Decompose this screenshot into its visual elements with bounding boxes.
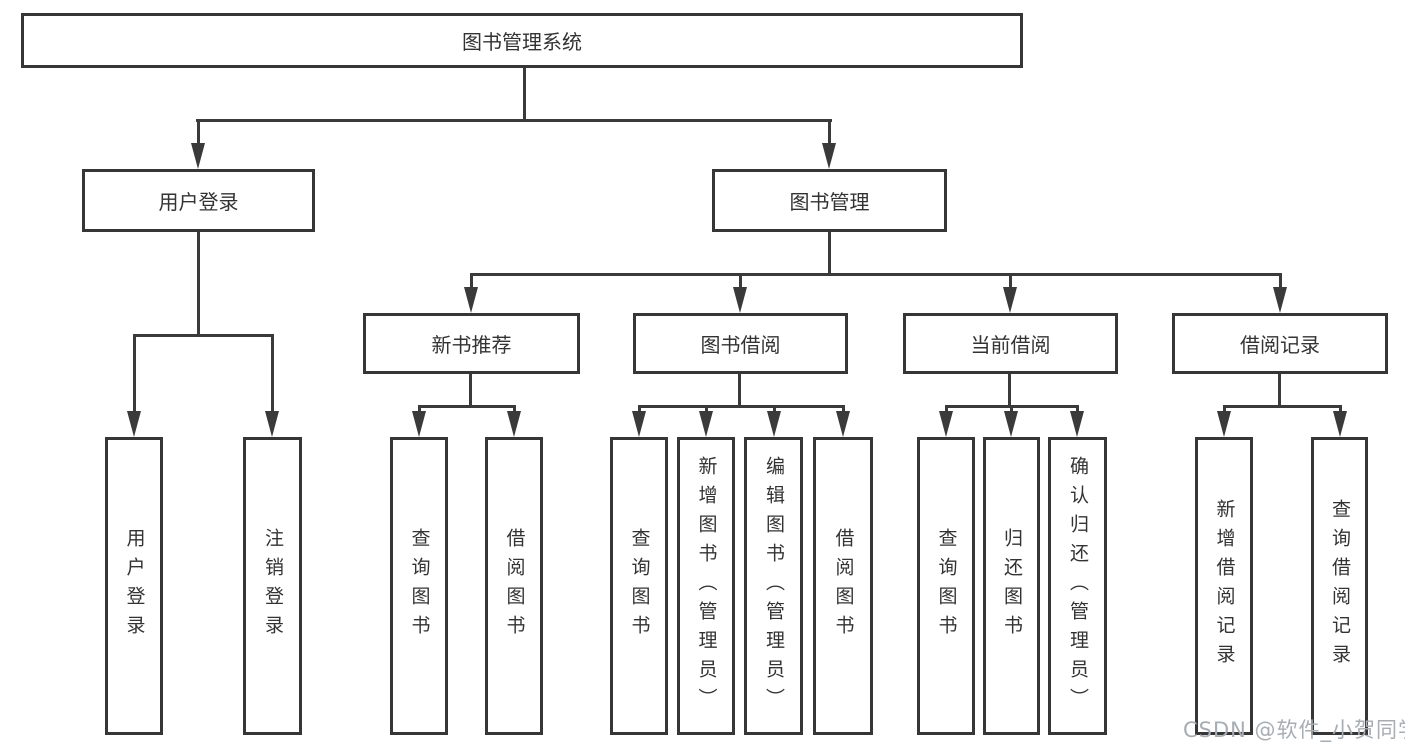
arrowhead-icon (265, 411, 279, 437)
connector-line (842, 405, 845, 415)
connector-line (513, 405, 516, 415)
connector-line (828, 119, 831, 145)
leaf-query-borrow-record: 查询借阅记录 (1311, 437, 1368, 735)
arrowhead-icon (1004, 411, 1018, 437)
arrowhead-icon (733, 287, 747, 313)
leaf-add-borrow-record: 新增借阅记录 (1195, 437, 1253, 735)
connector-line (470, 273, 473, 289)
connector-line (705, 405, 708, 415)
leaf-borrow-books-recommend: 借阅图书 (485, 437, 543, 735)
connector-line (469, 374, 472, 407)
arrowhead-icon (127, 411, 141, 437)
connector-line (738, 374, 741, 407)
arrowhead-icon (464, 287, 478, 313)
arrowhead-icon (1003, 287, 1017, 313)
arrowhead-icon (822, 143, 836, 169)
connector-line (1223, 405, 1342, 408)
connector-line (133, 334, 136, 414)
connector-line (1008, 374, 1011, 407)
arrowhead-icon (1217, 411, 1231, 437)
connector-line (197, 119, 200, 145)
connector-line (418, 405, 421, 415)
connector-line (638, 405, 641, 415)
connector-line (1223, 405, 1226, 415)
arrowhead-icon (1273, 287, 1287, 313)
arrowhead-icon (939, 411, 953, 437)
connector-line (196, 119, 832, 122)
leaf-return-books: 归还图书 (983, 437, 1040, 735)
arrowhead-icon (1070, 411, 1084, 437)
arrowhead-icon (1333, 411, 1347, 437)
leaf-query-books-borrowing: 查询图书 (610, 437, 668, 735)
node-current-borrowing: 当前借阅 (903, 313, 1118, 374)
connector-line (523, 68, 526, 122)
arrowhead-icon (191, 143, 205, 169)
leaf-confirm-return-admin: 确认归还（管理员） (1048, 437, 1107, 735)
connector-line (133, 334, 274, 337)
connector-line (470, 273, 1282, 276)
arrowhead-icon (632, 411, 646, 437)
leaf-add-books-admin: 新增图书（管理员） (677, 437, 735, 735)
connector-line (1076, 405, 1079, 415)
connector-line (1279, 273, 1282, 289)
arrowhead-icon (699, 411, 713, 437)
connector-line (773, 405, 776, 415)
node-user-login: 用户登录 (82, 169, 315, 232)
leaf-query-books-current: 查询图书 (917, 437, 975, 735)
leaf-logout: 注销登录 (243, 437, 302, 735)
connector-line (271, 334, 274, 414)
csdn-watermark: CSDN @软件_小贺同学 (1183, 718, 1405, 742)
node-book-management: 图书管理 (712, 169, 947, 232)
leaf-user-login: 用户登录 (105, 437, 163, 735)
leaf-borrow-books: 借阅图书 (813, 437, 873, 735)
node-borrowing-records: 借阅记录 (1172, 313, 1388, 374)
connector-line (197, 232, 200, 336)
leaf-query-books-recommend: 查询图书 (390, 437, 448, 735)
arrowhead-icon (507, 411, 521, 437)
node-new-book-recommendation: 新书推荐 (363, 313, 580, 374)
connector-line (1010, 405, 1013, 415)
connector-line (638, 405, 845, 408)
arrowhead-icon (767, 411, 781, 437)
arrowhead-icon (412, 411, 426, 437)
connector-line (1339, 405, 1342, 415)
connector-line (828, 232, 831, 276)
arrowhead-icon (836, 411, 850, 437)
connector-line (1278, 374, 1281, 407)
leaf-edit-books-admin: 编辑图书（管理员） (744, 437, 803, 735)
connector-line (739, 273, 742, 289)
connector-line (1009, 273, 1012, 289)
node-library-management-system: 图书管理系统 (21, 13, 1023, 68)
node-book-borrowing: 图书借阅 (633, 313, 848, 374)
connector-line (945, 405, 948, 415)
connector-line (418, 405, 516, 408)
